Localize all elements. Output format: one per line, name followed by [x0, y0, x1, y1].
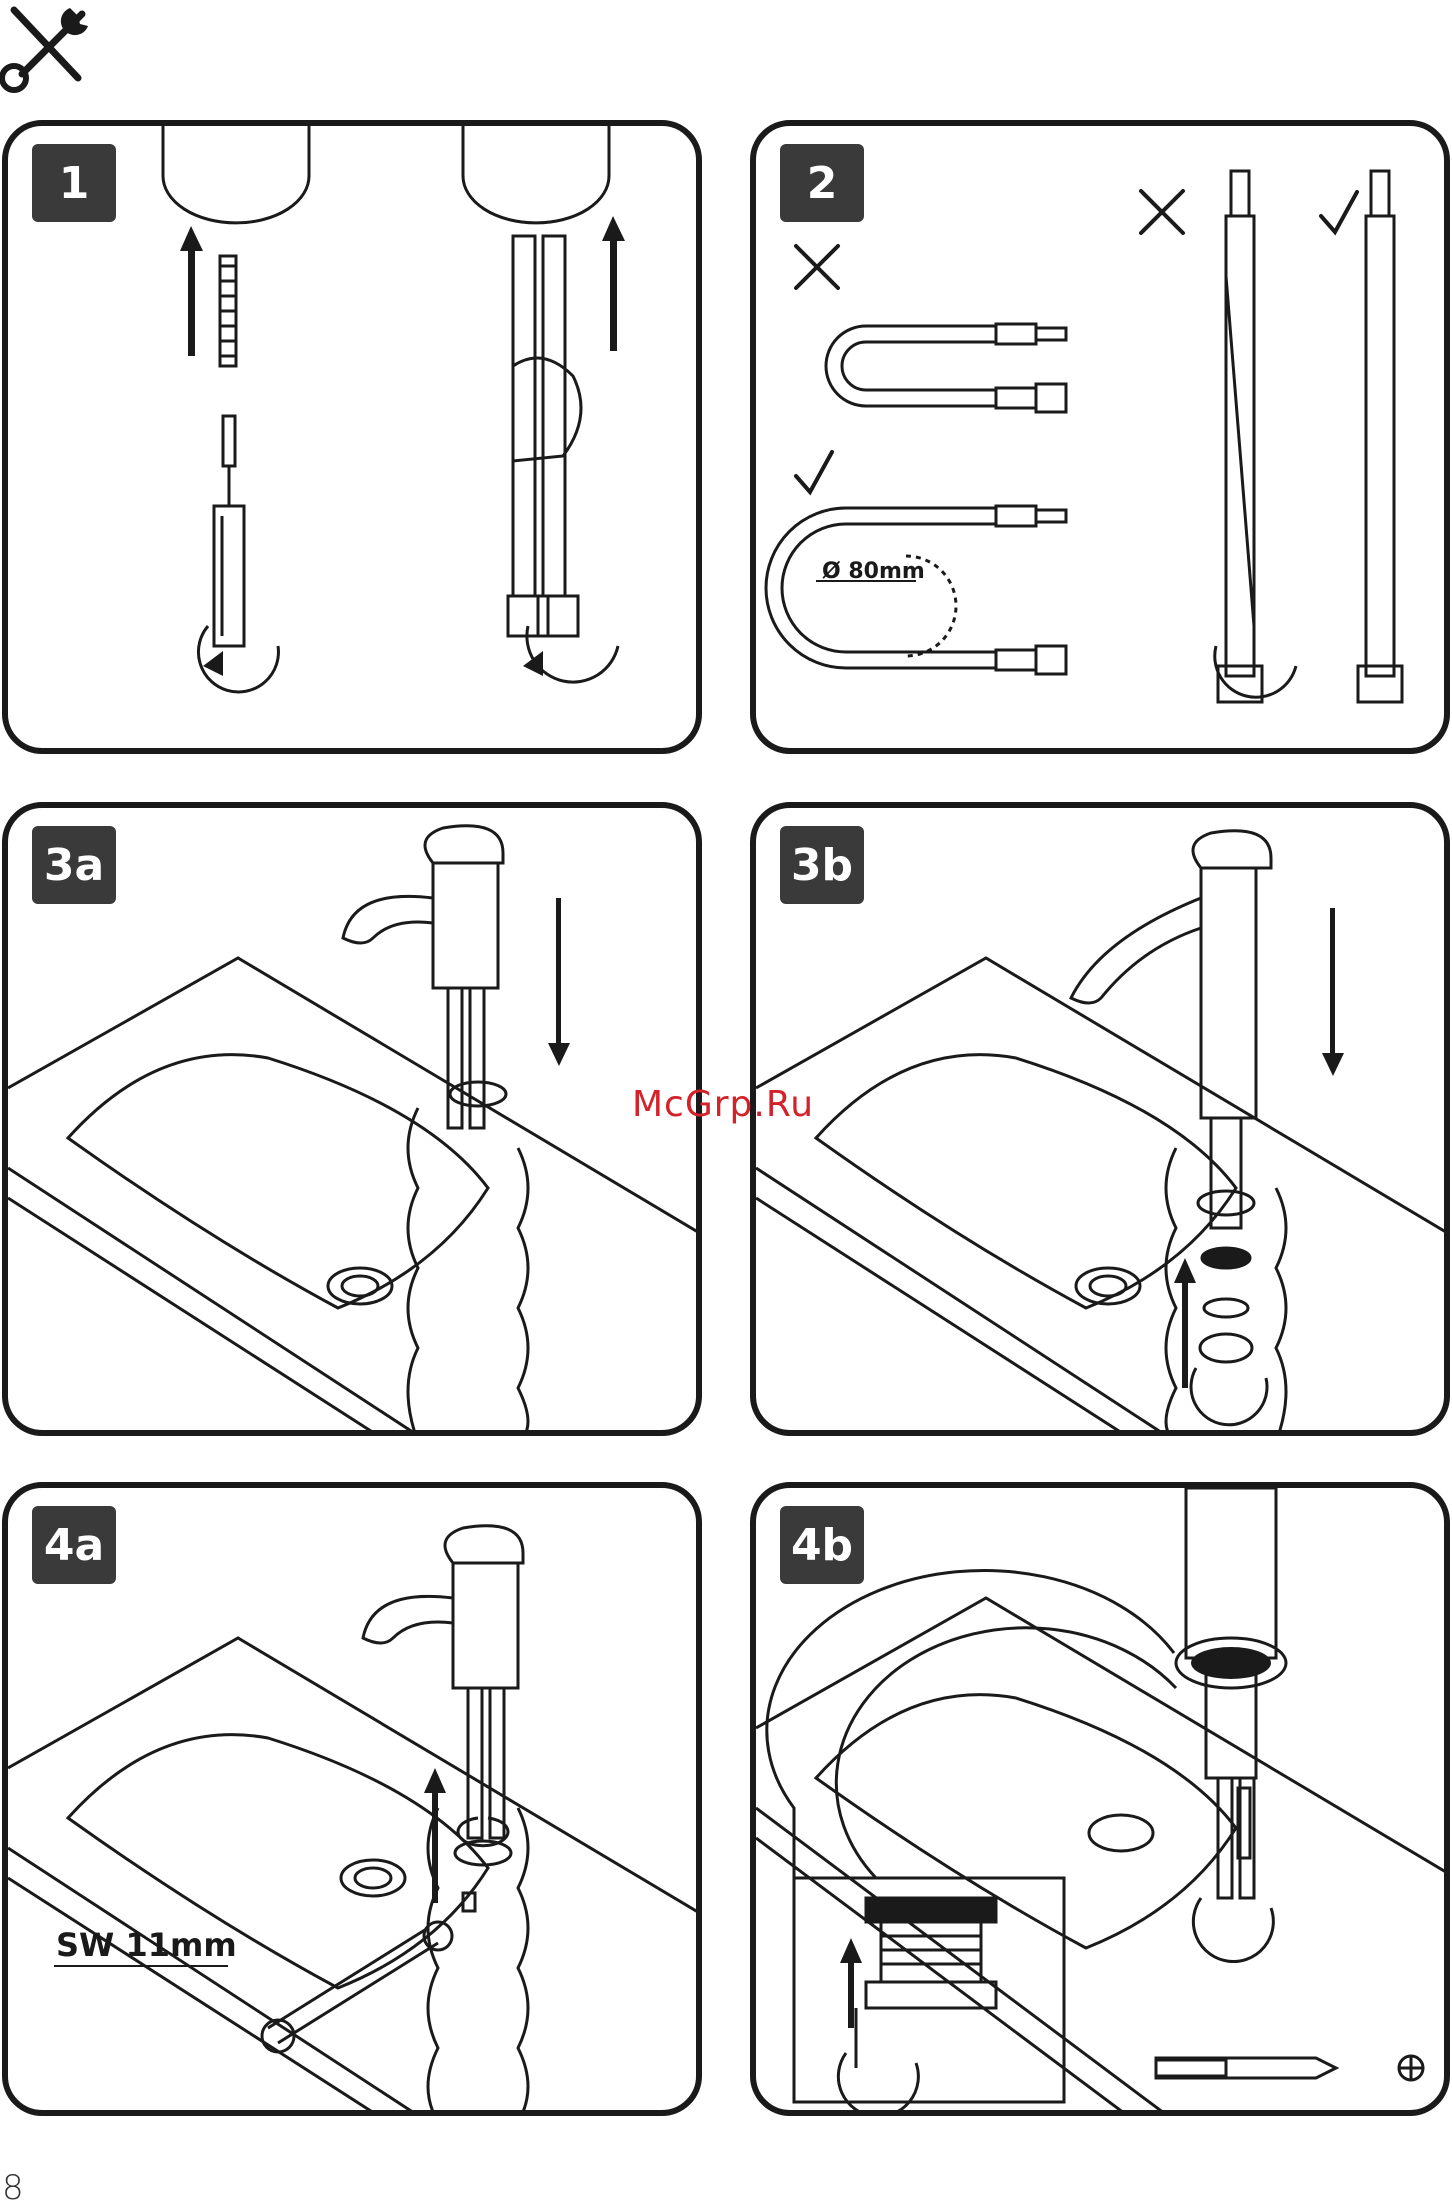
watermark: McGrp.Ru — [632, 1084, 814, 1125]
tighten-nut-illustration — [8, 1488, 702, 2116]
step-panel-1: 1 — [2, 120, 702, 754]
mount-tall-faucet-illustration — [756, 808, 1450, 1436]
secure-fixing-illustration — [756, 1488, 1450, 2116]
step-panel-4a: 4a SW 11mm — [2, 1482, 702, 2116]
step-panel-3a: 3a — [2, 802, 702, 1436]
page-number: 8 — [2, 2168, 24, 2208]
remove-hose-illustration — [8, 126, 702, 754]
step-panel-4b: 4b — [750, 1482, 1450, 2116]
tools-icon — [0, 0, 96, 96]
wrench-size-label: SW 11mm — [56, 1926, 237, 1964]
hose-diameter-label: Ø 80mm — [822, 559, 925, 584]
hose-bending-illustration: Ø 80mm — [756, 126, 1450, 754]
step-panel-3b: 3b — [750, 802, 1450, 1436]
step-panel-2: 2 Ø 80mm — [750, 120, 1450, 754]
mount-faucet-illustration — [8, 808, 702, 1436]
